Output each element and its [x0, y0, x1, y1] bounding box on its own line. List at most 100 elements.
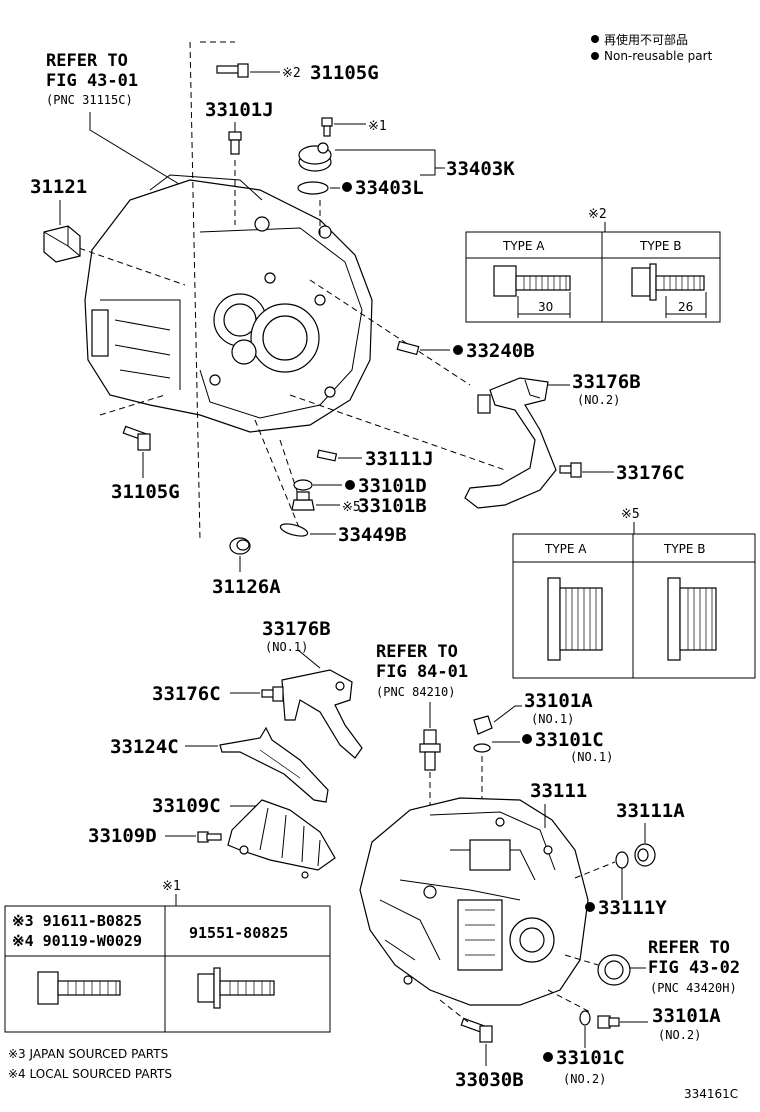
table5-mark: ※5 [621, 507, 640, 522]
plug-33101B[interactable] [291, 491, 315, 511]
bracket-33176B-no1[interactable] [281, 669, 363, 759]
bolt-type-a-drawing [493, 265, 571, 318]
part-33176C-mid[interactable]: 33176C [152, 683, 221, 705]
ref-mid-line3: (PNC 84210) [376, 685, 455, 699]
ref-top-line1[interactable]: REFER TO [46, 51, 128, 71]
sensor-84210[interactable] [419, 729, 441, 771]
ref-top-line3: (PNC 31115C) [46, 93, 133, 107]
part-33111Y[interactable]: 33111Y [598, 897, 667, 919]
bolt-33101J[interactable] [228, 131, 242, 155]
part-33403K[interactable]: 33403K [446, 158, 515, 180]
part-33101A-no1[interactable]: 33101A [524, 690, 593, 712]
guide-line [99, 394, 166, 416]
bolt-33030B[interactable] [460, 1017, 493, 1043]
bolt-type-2-drawing [197, 967, 275, 1009]
non-reusable-icon [543, 1052, 553, 1062]
guide-line [69, 244, 186, 286]
leader-line [493, 705, 522, 723]
ref-mid-line2[interactable]: FIG 84-01 [376, 662, 468, 682]
bolt-33109D[interactable] [197, 831, 222, 843]
mark-2-top: ※2 [282, 66, 301, 81]
pin-33111J[interactable] [316, 449, 338, 462]
part-33101D[interactable]: 33101D [358, 475, 427, 497]
part-33111[interactable]: 33111 [530, 780, 587, 802]
ref-mid-line1[interactable]: REFER TO [376, 642, 458, 662]
ref-top-line2[interactable]: FIG 43-01 [46, 71, 138, 91]
guide-line [564, 954, 599, 966]
plug-type-b-drawing [667, 577, 717, 661]
part-33101A-no2[interactable]: 33101A [652, 1005, 721, 1027]
bullet-icon [591, 35, 599, 43]
part-33176B-no2[interactable]: 33176B [572, 371, 641, 393]
gasket-33101C-no2[interactable] [579, 1010, 591, 1026]
part-31121[interactable]: 31121 [30, 176, 87, 198]
part-33124C[interactable]: 33124C [110, 736, 179, 758]
part-33111A[interactable]: 33111A [616, 800, 685, 822]
part-33101C-no1[interactable]: 33101C [535, 729, 604, 751]
part-33111J[interactable]: 33111J [365, 448, 434, 470]
bracket-33176B-no2[interactable] [464, 377, 557, 509]
gasket-33449B[interactable] [279, 522, 309, 539]
guide-line [439, 999, 469, 1023]
part-33176B-no1[interactable]: 33176B [262, 618, 331, 640]
table2-dim-b: 26 [678, 300, 693, 314]
gasket-33101C-no1[interactable] [473, 743, 491, 753]
plug-33101A-no1[interactable] [473, 715, 493, 735]
ref-bottom-line1[interactable]: REFER TO [648, 938, 730, 958]
part-33109C[interactable]: 33109C [152, 795, 221, 817]
bolt-type-b-drawing [631, 263, 707, 318]
non-reusable-icon [522, 734, 532, 744]
seal-31126A[interactable] [229, 537, 251, 555]
part-33403L[interactable]: 33403L [355, 177, 424, 199]
plug-33101A-no2[interactable] [597, 1015, 620, 1029]
part-33101C-no1-sub: (NO.1) [570, 750, 613, 764]
o-ring-33111Y[interactable] [615, 851, 629, 869]
mark-1-top: ※1 [368, 119, 387, 134]
bolt-33176C-top[interactable] [559, 462, 582, 478]
part-31121-shape[interactable] [43, 225, 81, 263]
bolt-31105G-top[interactable] [216, 63, 249, 78]
guide-line [254, 419, 301, 531]
part-33101A-no1-sub: (NO.1) [531, 712, 574, 726]
retainer-33403K[interactable] [298, 142, 332, 172]
part-33240B[interactable]: 33240B [466, 340, 535, 362]
table2-mark: ※2 [588, 207, 607, 222]
ref-bottom-line2[interactable]: FIG 43-02 [648, 958, 740, 978]
non-reusable-icon [585, 902, 595, 912]
bolt-31105G-bottom[interactable] [122, 425, 151, 451]
pin-33240B[interactable] [396, 340, 420, 356]
oil-seal-43420H[interactable] [597, 954, 631, 986]
part-33101C-no2[interactable]: 33101C [556, 1047, 625, 1069]
bolt-mark1-top[interactable] [321, 117, 333, 137]
legend-jp: 再使用不可部品 [604, 32, 688, 47]
ref-bottom-line3: (PNC 43420H) [650, 981, 737, 995]
gasket-33101D[interactable] [293, 479, 313, 491]
table2-type-a: TYPE A [502, 239, 545, 253]
plate-33124C[interactable] [219, 726, 329, 803]
part-33030B[interactable]: 33030B [455, 1069, 524, 1091]
leader-line [297, 649, 321, 669]
table1-row1a: ※3 91611-B0825 [12, 912, 142, 930]
seal-33111A[interactable] [634, 843, 656, 867]
part-33101B[interactable]: 33101B [358, 495, 427, 517]
part-31105G-top[interactable]: 31105G [310, 62, 379, 84]
part-31105G-bottom[interactable]: 31105G [111, 481, 180, 503]
part-33449B[interactable]: 33449B [338, 524, 407, 546]
part-33176C-top[interactable]: 33176C [616, 462, 685, 484]
o-ring-33403L[interactable] [297, 181, 329, 195]
part-31126A[interactable]: 31126A [212, 576, 281, 598]
part-33176B-no1-sub: (NO.1) [265, 640, 308, 654]
part-33101A-no2-sub: (NO.2) [658, 1028, 701, 1042]
figure-id: 334161C [684, 1087, 738, 1101]
non-reusable-icon [342, 182, 352, 192]
transmission-case-33111[interactable] [359, 797, 589, 1006]
bolt-33176C-mid[interactable] [261, 686, 284, 702]
guide-line [279, 439, 301, 501]
part-33109D[interactable]: 33109D [88, 825, 157, 847]
part-33101J[interactable]: 33101J [205, 99, 274, 121]
transaxle-housing-upper[interactable] [84, 174, 373, 433]
guide-33109C[interactable] [227, 799, 336, 879]
bullet-icon [591, 52, 599, 60]
table2-type-b: TYPE B [639, 239, 682, 253]
